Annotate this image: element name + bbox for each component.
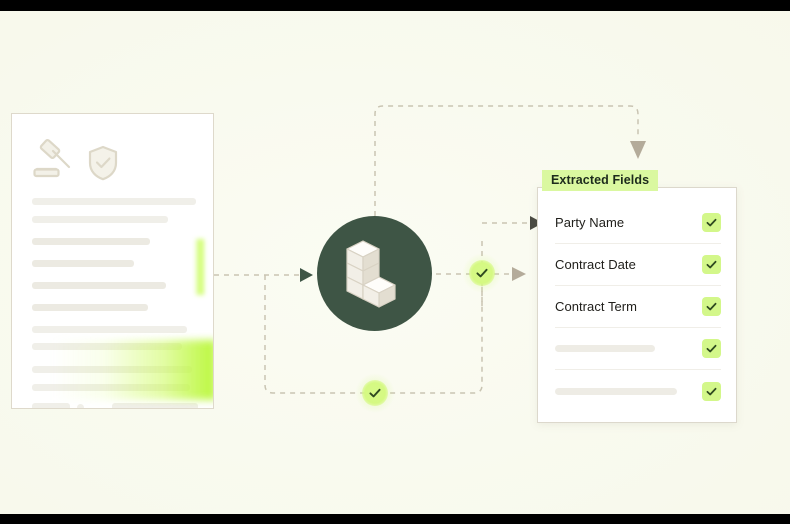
document-text-line xyxy=(32,343,182,350)
field-check-icon[interactable] xyxy=(702,213,721,232)
extracted-field-row[interactable] xyxy=(555,370,721,412)
document-highlight-edge xyxy=(196,239,204,295)
field-check-icon[interactable] xyxy=(702,255,721,274)
extracted-field-label: Contract Term xyxy=(555,299,638,314)
arrow-mid-right xyxy=(512,267,526,281)
document-text-line xyxy=(32,216,168,223)
legal-contract-document xyxy=(11,113,214,409)
validation-check-right xyxy=(462,253,502,293)
document-signature-dot xyxy=(77,404,84,408)
extracted-field-label: Party Name xyxy=(555,215,625,230)
field-check-icon[interactable] xyxy=(702,381,721,401)
extracted-field-row[interactable]: Contract Date xyxy=(555,244,721,286)
gavel-icon xyxy=(33,138,71,178)
extracted-field-placeholder xyxy=(555,345,655,352)
extracted-field-placeholder xyxy=(555,387,677,395)
document-text-line xyxy=(32,304,148,311)
field-check-icon[interactable] xyxy=(702,339,721,358)
document-signature-line xyxy=(32,403,70,408)
extracted-field-label: Contract Date xyxy=(555,257,636,272)
document-icon-group xyxy=(32,138,120,182)
document-text-line xyxy=(32,260,134,267)
field-check-icon[interactable] xyxy=(702,297,721,316)
arrow-into-card-top xyxy=(630,141,646,159)
llamaindex-logo xyxy=(317,216,432,331)
document-text-line xyxy=(32,198,196,205)
extracted-field-row[interactable]: Contract Term xyxy=(555,286,721,328)
document-signature-line xyxy=(112,403,198,408)
document-text-line xyxy=(32,384,190,391)
extracted-fields-label: Extracted Fields xyxy=(542,170,659,191)
shield-check-icon xyxy=(88,145,118,181)
extracted-field-row[interactable] xyxy=(555,328,721,370)
document-text-line xyxy=(32,238,150,245)
document-text-line xyxy=(32,366,192,373)
document-text-line xyxy=(32,326,187,333)
extracted-field-row[interactable]: Party Name xyxy=(555,202,721,244)
validation-check-bottom xyxy=(355,373,395,413)
document-text-line xyxy=(32,282,166,289)
isometric-blocks-icon xyxy=(345,239,396,308)
arrow-into-processor xyxy=(300,268,313,282)
